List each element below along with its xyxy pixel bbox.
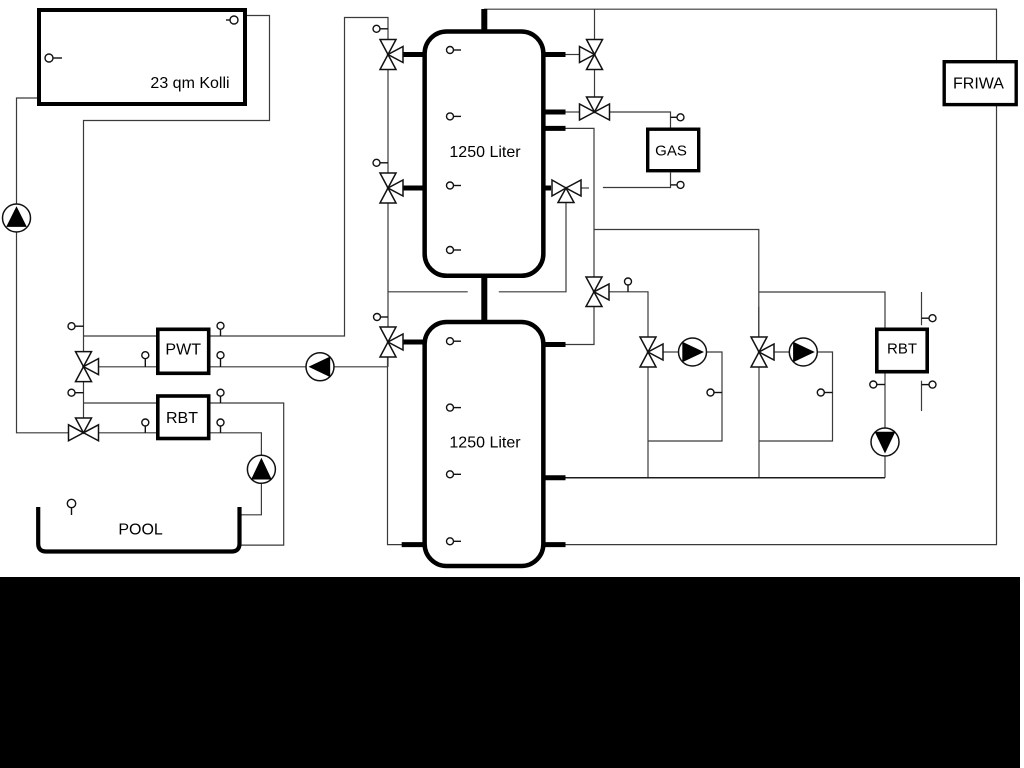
svg-text:GAS: GAS xyxy=(655,143,687,160)
svg-text:POOL: POOL xyxy=(118,522,163,539)
svg-text:RBT: RBT xyxy=(887,341,917,358)
svg-text:1250 Liter: 1250 Liter xyxy=(449,144,521,161)
svg-text:23 qm Kolli: 23 qm Kolli xyxy=(150,75,229,92)
svg-text:FRIWA: FRIWA xyxy=(953,76,1004,93)
svg-text:PWT: PWT xyxy=(165,342,201,359)
svg-text:RBT: RBT xyxy=(166,410,198,427)
svg-text:1250 Liter: 1250 Liter xyxy=(449,435,521,452)
